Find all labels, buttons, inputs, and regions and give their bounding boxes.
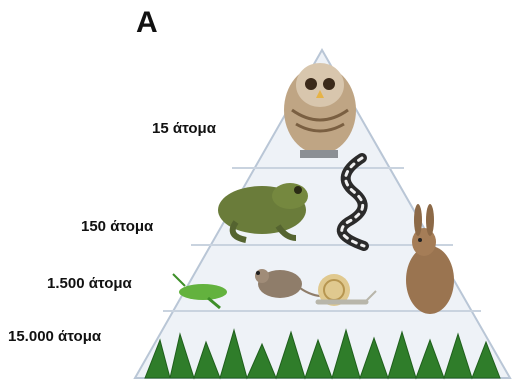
level-label-base: 15.000 άτομα — [8, 328, 101, 345]
level-label-2: 150 άτομα — [81, 218, 153, 235]
level-label-3: 1.500 άτομα — [47, 275, 132, 292]
level-label-top: 15 άτομα — [152, 120, 216, 137]
